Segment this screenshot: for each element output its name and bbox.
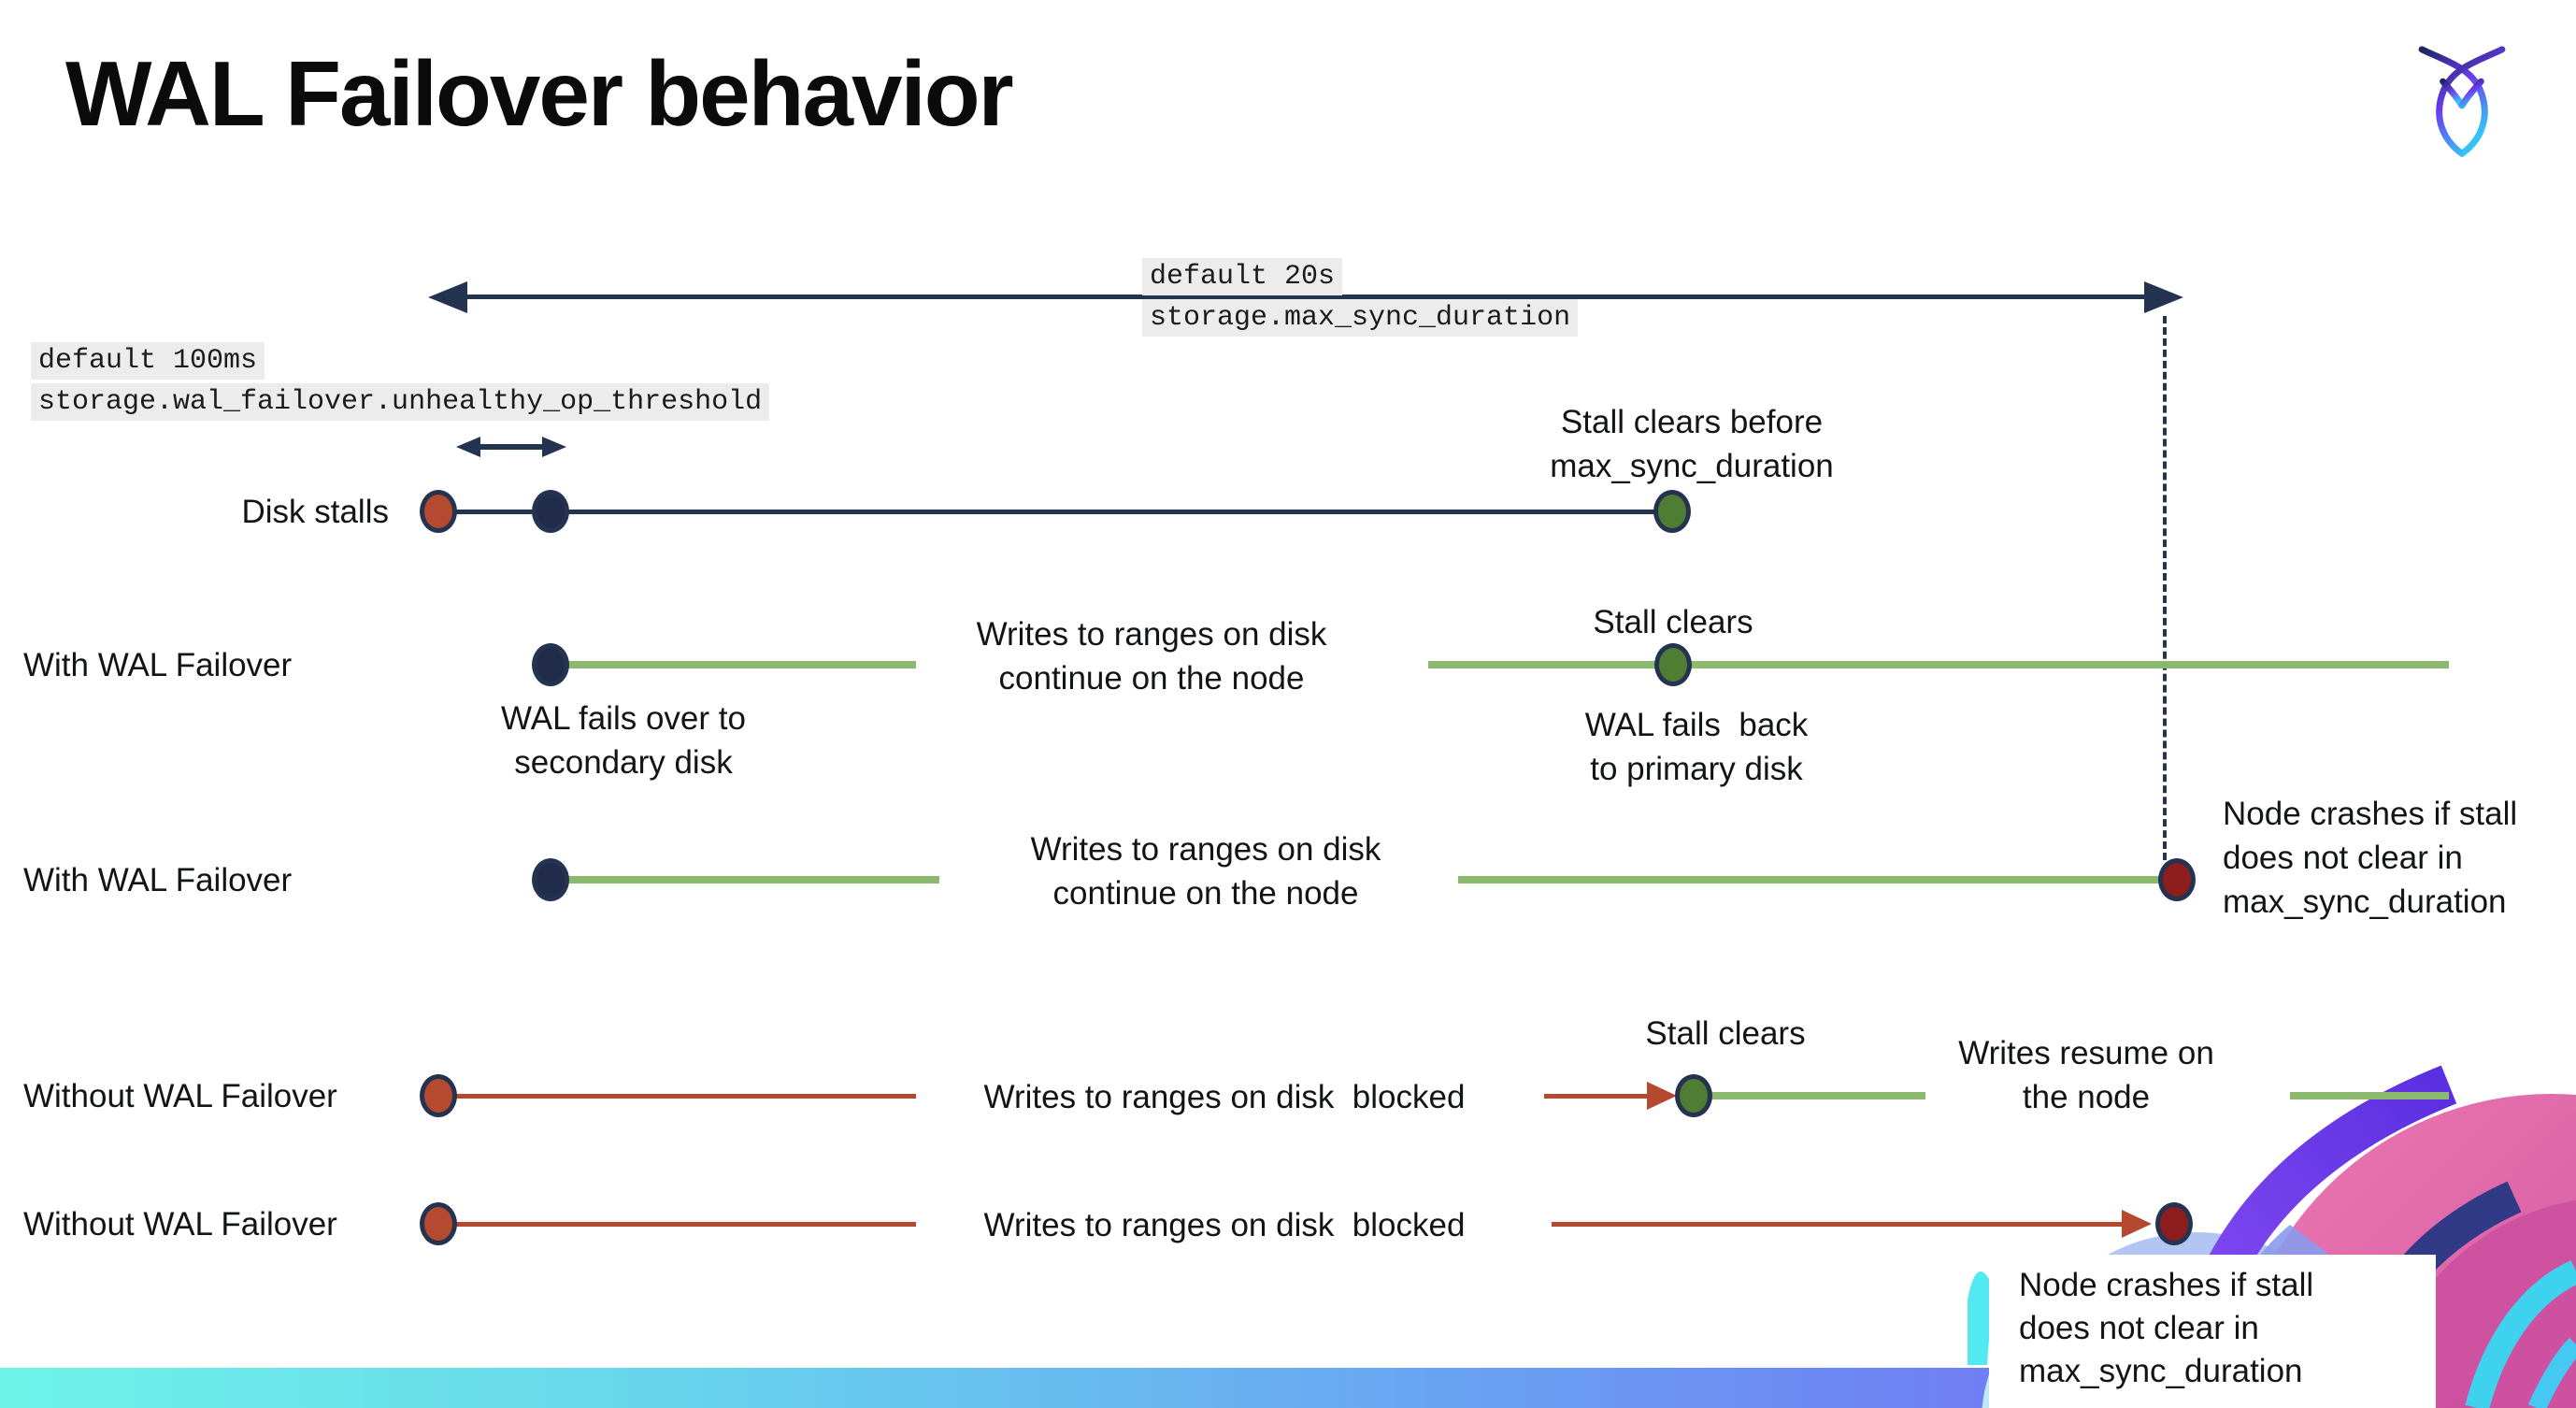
row2-writes-continue-label: Writes to ranges on disk continue on the… [976,616,1327,697]
row5-writes-blocked-label: Writes to ranges on disk blocked [983,1207,1466,1243]
node-crash-card: Node crashes if stall does not clear in … [1989,1255,2436,1408]
writes-resume-label: Writes resume on the node [1958,1035,2214,1115]
threshold-default-label: default 100ms [31,342,265,380]
row3-writes-continue-label: Writes to ranges on disk continue on the… [1030,831,1381,912]
row4-red-line-a [451,1094,916,1099]
row4-red-arrowhead-icon [1647,1082,1677,1110]
row1-timeline [438,510,1672,514]
cyan-sliver-shape [1968,1271,1993,1365]
row-label-without-wal-failover-1: Without WAL Failover [23,1078,337,1114]
row4-green-line-a [1710,1092,1925,1099]
max-sync-arrowhead-left-icon [428,281,467,313]
row4-stall-clears-label: Stall clears [1645,1015,1806,1052]
row2-green-line-b [1428,661,2449,668]
row-label-without-wal-failover-2: Without WAL Failover [23,1206,337,1243]
wal-fails-over-label: WAL fails over to secondary disk [501,700,746,781]
max-sync-duration-callout: default 20s storage.max_sync_duration [1142,258,1579,340]
row5-red-arrowhead-icon [2122,1210,2152,1238]
row2-stall-clears-dot [1654,643,1692,686]
row5-crash-dot [2155,1202,2193,1245]
max-sync-arrow-line [464,295,2146,299]
row5-stall-start-dot [420,1202,457,1245]
row3-failover-dot [532,858,569,901]
row2-failover-dot [532,643,569,686]
row1-stall-start-dot [420,490,457,533]
row-label-with-wal-failover-1: With WAL Failover [23,647,293,683]
row-label-disk-stalls: Disk stalls [241,494,389,530]
threshold-arrowhead-right-icon [542,437,566,457]
row2-green-line-a [565,661,916,668]
row3-green-line-b [1458,876,2162,884]
row4-stall-start-dot [420,1074,457,1117]
stall-clears-before-label: Stall clears before max_sync_duration [1550,404,1834,484]
row2-stall-clears-label: Stall clears [1593,604,1753,640]
row3-green-line-a [565,876,939,884]
row4-writes-blocked-label: Writes to ranges on disk blocked [983,1079,1466,1115]
row4-stall-clears-dot [1675,1074,1712,1117]
row5-red-line-a [451,1222,916,1227]
cockroachdb-logo-icon [2418,46,2506,157]
threshold-arrowhead-left-icon [456,437,480,457]
row3-crash-dot [2158,858,2196,901]
row5-red-line-b [1552,1222,2124,1227]
max-sync-arrowhead-right-icon [2144,281,2183,313]
cyan-arc-shape [2465,1260,2576,1408]
node-crashes-bottom-label: Node crashes if stall does not clear in … [2019,1267,2314,1389]
page-title: WAL Failover behavior [65,42,1014,145]
threshold-setting-name: storage.wal_failover.unhealthy_op_thresh… [31,383,770,421]
row1-stall-clears-dot [1653,490,1691,533]
unhealthy-op-threshold-callout: default 100ms storage.wal_failover.unhea… [31,342,770,424]
max-sync-default-label: default 20s [1142,258,1343,295]
row1-threshold-dot [532,490,569,533]
max-sync-setting-name: storage.max_sync_duration [1142,299,1579,337]
row4-red-line-b [1544,1094,1651,1099]
cyan-arc-small-shape [2527,1337,2576,1408]
threshold-arrow-line [479,444,544,450]
wal-fails-back-label: WAL fails back to primary disk [1584,707,1809,787]
row-label-with-wal-failover-2: With WAL Failover [23,862,293,898]
row4-green-line-b [2290,1092,2449,1099]
node-crashes-top-label: Node crashes if stall does not clear in … [2223,796,2518,920]
max-sync-dashed-line [2163,316,2167,860]
